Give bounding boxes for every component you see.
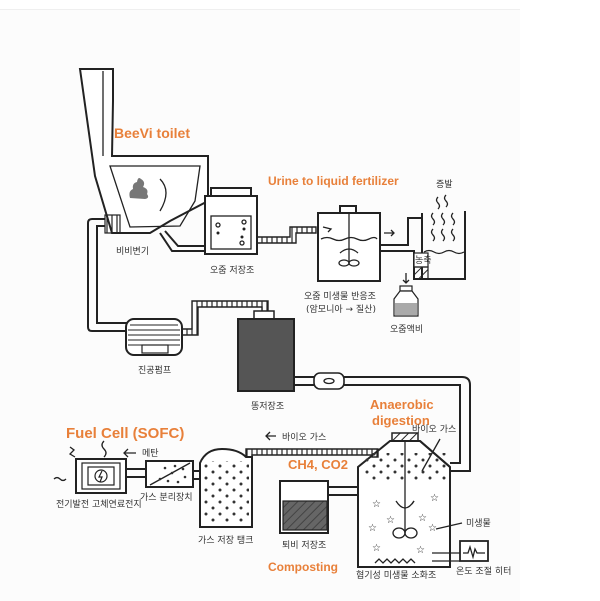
biogas-pipe: [245, 448, 379, 458]
separator-to-tank-pipe: [193, 470, 200, 480]
toilet-title: BeeVi toilet: [114, 125, 190, 141]
gas-storage-tank: [199, 447, 253, 528]
spark-icon: [53, 476, 67, 482]
feces-to-digester-pipe-outer: [294, 376, 471, 472]
digester-to-compost-pipe: [328, 486, 358, 496]
toilet-seat-curve: [159, 178, 167, 212]
arrow-icon: [265, 431, 276, 441]
microbe-stars: ☆ ☆ ☆ ☆ ☆ ☆ ☆ ☆: [368, 493, 439, 556]
microbe-pointer-line: [435, 522, 463, 530]
compost-tank-label: 퇴비 저장조: [282, 540, 326, 551]
urine-tank-label: 오줌 저장조: [210, 265, 254, 276]
fuel-cell-title: Fuel Cell (SOFC): [66, 425, 184, 442]
biogas-top-label: 바이오 가스: [412, 424, 456, 435]
fuelcell-to-separator-pipe: [126, 468, 146, 478]
beevi-system-diagram: BeeVi toilet 비비변기 오줌 저장조 Urine to liquid…: [53, 68, 511, 581]
reactor-outflow-pipe: [380, 217, 422, 246]
svg-text:☆: ☆: [416, 545, 425, 556]
urine-transfer-pipe: [256, 226, 317, 244]
composting-title: Composting: [268, 560, 338, 574]
feces-to-digester-pipe-inner: [294, 384, 461, 464]
methane-label: 메탄: [142, 448, 159, 459]
lightning-icon: [94, 469, 108, 483]
heating-coil: [374, 558, 416, 564]
heater-label: 온도 조절 히터: [456, 565, 511, 577]
arrow-icon: [322, 226, 333, 233]
svg-text:☆: ☆: [430, 493, 439, 504]
urine-reactor-sublabel: (암모니아 → 질산): [306, 303, 376, 315]
vacuum-pump: [125, 318, 183, 356]
compost-storage-tank: [279, 480, 329, 534]
spark-icon: [68, 446, 76, 458]
svg-text:☆: ☆: [372, 499, 381, 510]
anaerobic-title-2: digestion: [372, 413, 430, 428]
fuel-cell: [75, 458, 127, 494]
bottle-icon: [393, 285, 419, 317]
svg-text:☆: ☆: [372, 543, 381, 554]
urine-fertilizer-label: 오줌액비: [390, 323, 423, 335]
arrow-icon: [384, 229, 395, 237]
toilet-bowl: [109, 165, 201, 228]
gas-separator-label: 가스 분리장치: [140, 491, 193, 503]
urine-microbe-reactor: [317, 205, 381, 282]
gas-separator: [145, 460, 194, 488]
toilet-to-pump-pipe-outer: [87, 218, 128, 332]
feces-storage-tank: [237, 310, 295, 392]
urine-storage-tank: [204, 187, 258, 255]
feces-tank-label: 똥저장조: [251, 401, 284, 412]
fuel-cell-label: 전기발전 고체연료전지: [56, 499, 142, 510]
urine-title: Urine to liquid fertilizer: [268, 174, 399, 188]
biogas-arrow-label: 바이오 가스: [282, 432, 326, 443]
svg-text:☆: ☆: [428, 523, 437, 534]
arrow-icon: [123, 448, 136, 458]
diagram-canvas: BeeVi toilet 비비변기 오줌 저장조 Urine to liquid…: [0, 9, 520, 601]
digester-label: 혐기성 미생물 소화조: [356, 570, 436, 581]
microbes-label: 미생물: [466, 518, 491, 529]
evaporation-tank: [413, 194, 466, 280]
toilet-urine-pipe: [164, 230, 206, 247]
toilet-urine-pipe-2: [159, 232, 206, 252]
toilet-body: [78, 68, 209, 234]
svg-text:☆: ☆: [386, 515, 395, 526]
heater: [459, 540, 489, 562]
gas-tank-label: 가스 저장 탱크: [198, 535, 253, 546]
evaporation-label: 증발: [436, 179, 453, 190]
urine-reactor-label: 오줌 미생물 반응조: [304, 291, 376, 302]
concentrate-label: 농축: [415, 255, 432, 266]
poop-icon: [129, 178, 149, 199]
ch4-co2-label: CH4, CO2: [288, 457, 348, 472]
svg-text:☆: ☆: [418, 513, 427, 524]
toilet-label: 비비변기: [116, 246, 149, 257]
toilet: [78, 68, 209, 252]
arrow-icon: [402, 273, 410, 284]
svg-text:☆: ☆: [368, 523, 377, 534]
spark-icon: [101, 440, 107, 458]
steam-icon: [430, 194, 456, 242]
vacuum-pump-label: 진공펌프: [138, 364, 171, 376]
toilet-to-pump-pipe-inner: [96, 225, 128, 324]
heater-wire: [432, 552, 460, 562]
anaerobic-title-1: Anaerobic: [370, 397, 434, 412]
pipe-valve: [313, 372, 345, 390]
toilet-outlet: [104, 214, 121, 234]
